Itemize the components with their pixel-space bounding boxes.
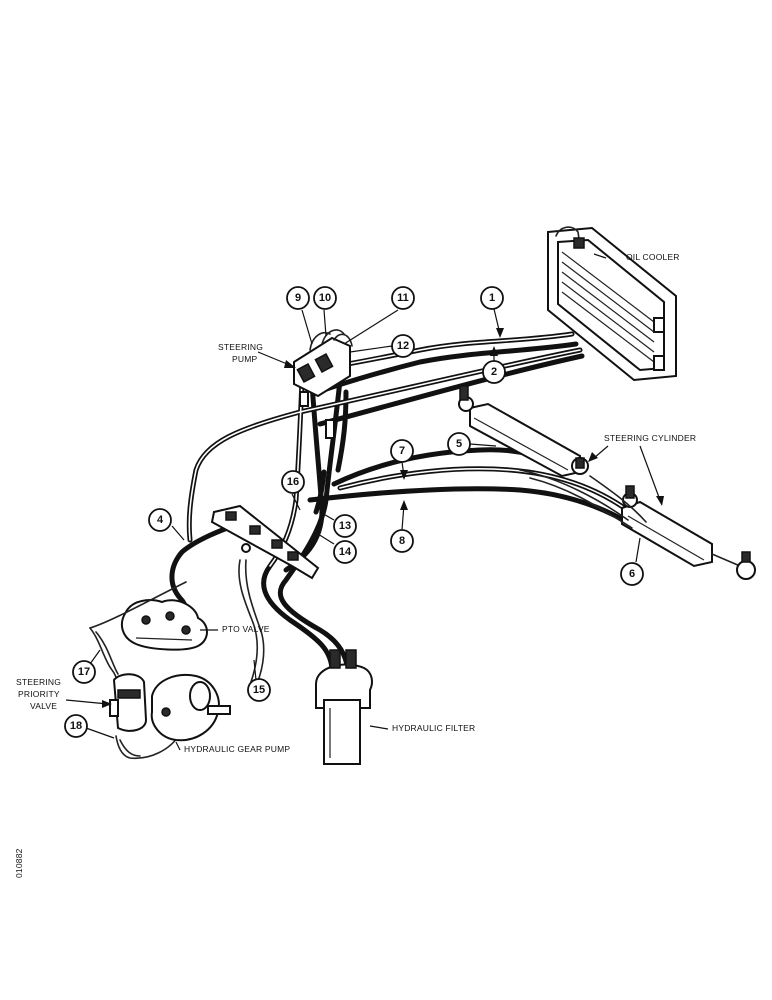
steering-priority-label-line3: VALVE bbox=[30, 701, 57, 711]
svg-text:9: 9 bbox=[295, 292, 301, 304]
text-labels: OIL COOLER STEERING PUMP STEERING CYLIND… bbox=[14, 252, 696, 878]
svg-text:2: 2 bbox=[491, 366, 497, 378]
steering-priority-label-line1: STEERING bbox=[16, 677, 61, 687]
callout-2: 2 bbox=[482, 360, 506, 384]
callout-9: 9 bbox=[286, 286, 310, 310]
callout-4: 4 bbox=[148, 508, 172, 532]
svg-text:4: 4 bbox=[157, 514, 164, 526]
hydraulic-filter-label: HYDRAULIC FILTER bbox=[392, 723, 475, 733]
pto-valve-label: PTO VALVE bbox=[222, 624, 270, 634]
callout-7: 7 bbox=[390, 439, 414, 463]
callout-5: 5 bbox=[447, 432, 471, 456]
hydraulic-filter bbox=[315, 649, 373, 765]
svg-text:7: 7 bbox=[399, 445, 405, 457]
svg-text:6: 6 bbox=[629, 568, 635, 580]
svg-text:17: 17 bbox=[78, 666, 90, 678]
callout-13: 13 bbox=[333, 514, 357, 538]
figure-id-label: 010882 bbox=[14, 848, 24, 878]
callout-14: 14 bbox=[333, 540, 357, 564]
hydraulic-gear-pump bbox=[150, 674, 231, 742]
svg-text:16: 16 bbox=[287, 476, 299, 488]
callout-8: 8 bbox=[390, 529, 414, 553]
callout-bubbles: 9 10 11 12 1 2 5 7 8 6 4 16 13 14 15 17 … bbox=[64, 286, 644, 738]
steering-pump-label-line1: STEERING bbox=[218, 342, 263, 352]
steering-cylinder bbox=[458, 385, 756, 580]
hose-lines bbox=[169, 331, 643, 673]
distribution-block bbox=[210, 504, 320, 580]
steering-priority-label-line2: PRIORITY bbox=[18, 689, 60, 699]
callout-12: 12 bbox=[391, 334, 415, 358]
svg-text:14: 14 bbox=[339, 546, 352, 558]
steering-priority-valve bbox=[109, 673, 148, 732]
svg-text:11: 11 bbox=[397, 292, 409, 304]
callout-15: 16 bbox=[281, 470, 305, 494]
svg-text:12: 12 bbox=[397, 340, 409, 352]
svg-text:8: 8 bbox=[399, 535, 405, 547]
hydraulic-gear-pump-label: HYDRAULIC GEAR PUMP bbox=[184, 744, 290, 754]
steering-pump-label-line2: PUMP bbox=[232, 354, 257, 364]
svg-text:18: 18 bbox=[70, 720, 82, 732]
steering-cylinder-label: STEERING CYLINDER bbox=[604, 433, 696, 443]
svg-text:15: 15 bbox=[253, 684, 265, 696]
callout-6: 6 bbox=[620, 562, 644, 586]
svg-text:13: 13 bbox=[339, 520, 351, 532]
callout-16: 15 bbox=[247, 678, 271, 702]
svg-text:10: 10 bbox=[319, 292, 331, 304]
callout-11: 11 bbox=[391, 286, 415, 310]
oil-cooler-label: OIL COOLER bbox=[626, 252, 680, 262]
callout-18: 18 bbox=[64, 714, 88, 738]
callout-10: 10 bbox=[313, 286, 337, 310]
oil-cooler bbox=[547, 226, 677, 382]
steering-pump bbox=[293, 329, 353, 439]
callout-1: 1 bbox=[480, 286, 504, 310]
svg-text:1: 1 bbox=[489, 292, 495, 304]
pto-valve bbox=[120, 599, 208, 651]
svg-text:5: 5 bbox=[456, 438, 462, 450]
callout-17: 17 bbox=[72, 660, 96, 684]
